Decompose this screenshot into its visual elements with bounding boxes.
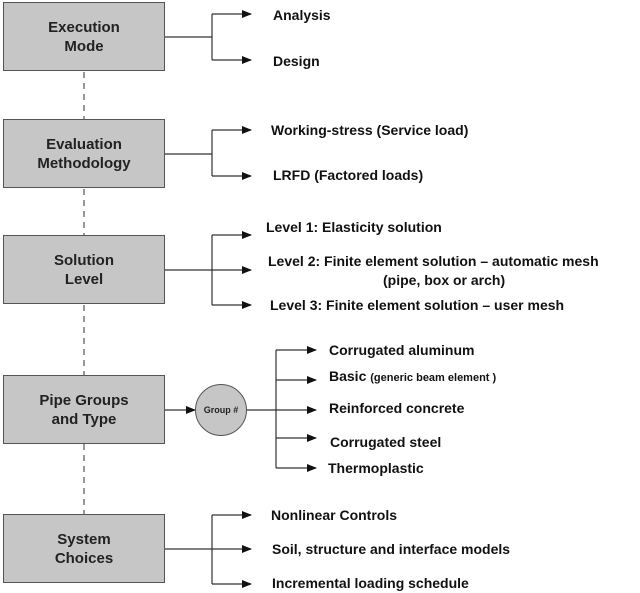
option-corrugated-steel: Corrugated steel xyxy=(330,434,442,450)
option-level2: Level 2: Finite element solution – autom… xyxy=(268,253,599,269)
option-basic-note: (generic beam element ) xyxy=(370,372,497,384)
option-incremental-loading: Incremental loading schedule xyxy=(272,575,469,591)
option-working-stress: Working-stress (Service load) xyxy=(271,122,469,138)
option-level1: Level 1: Elasticity solution xyxy=(266,219,442,235)
branch-pipe-groups xyxy=(247,350,277,468)
option-analysis: Analysis xyxy=(273,7,331,23)
option-thermoplastic: Thermoplastic xyxy=(328,460,424,476)
option-soil-structure: Soil, structure and interface models xyxy=(272,541,511,557)
option-level3: Level 3: Finite element solution – user … xyxy=(270,297,565,313)
option-design: Design xyxy=(273,53,320,69)
branch-execution xyxy=(165,14,213,60)
stage-system-choices: System Choices xyxy=(3,514,165,583)
option-basic-label: Basic xyxy=(329,368,367,384)
branch-system xyxy=(165,515,213,584)
option-lrfd: LRFD (Factored loads) xyxy=(273,167,424,183)
branch-evaluation xyxy=(165,130,213,176)
option-basic: Basic (generic beam element ) xyxy=(329,368,496,386)
option-reinforced-concrete: Reinforced concrete xyxy=(329,400,465,416)
option-nonlinear-controls: Nonlinear Controls xyxy=(271,507,398,523)
branch-solution xyxy=(165,235,213,305)
option-level2-note: (pipe, box or arch) xyxy=(383,272,506,288)
stage-evaluation-methodology: Evaluation Methodology xyxy=(3,119,165,188)
option-corrugated-aluminum: Corrugated aluminum xyxy=(329,342,475,358)
stage-solution-level: Solution Level xyxy=(3,235,165,304)
group-node: Group # xyxy=(195,384,247,436)
stage-execution-mode: Execution Mode xyxy=(3,2,165,71)
stage-pipe-groups: Pipe Groups and Type xyxy=(3,375,165,444)
